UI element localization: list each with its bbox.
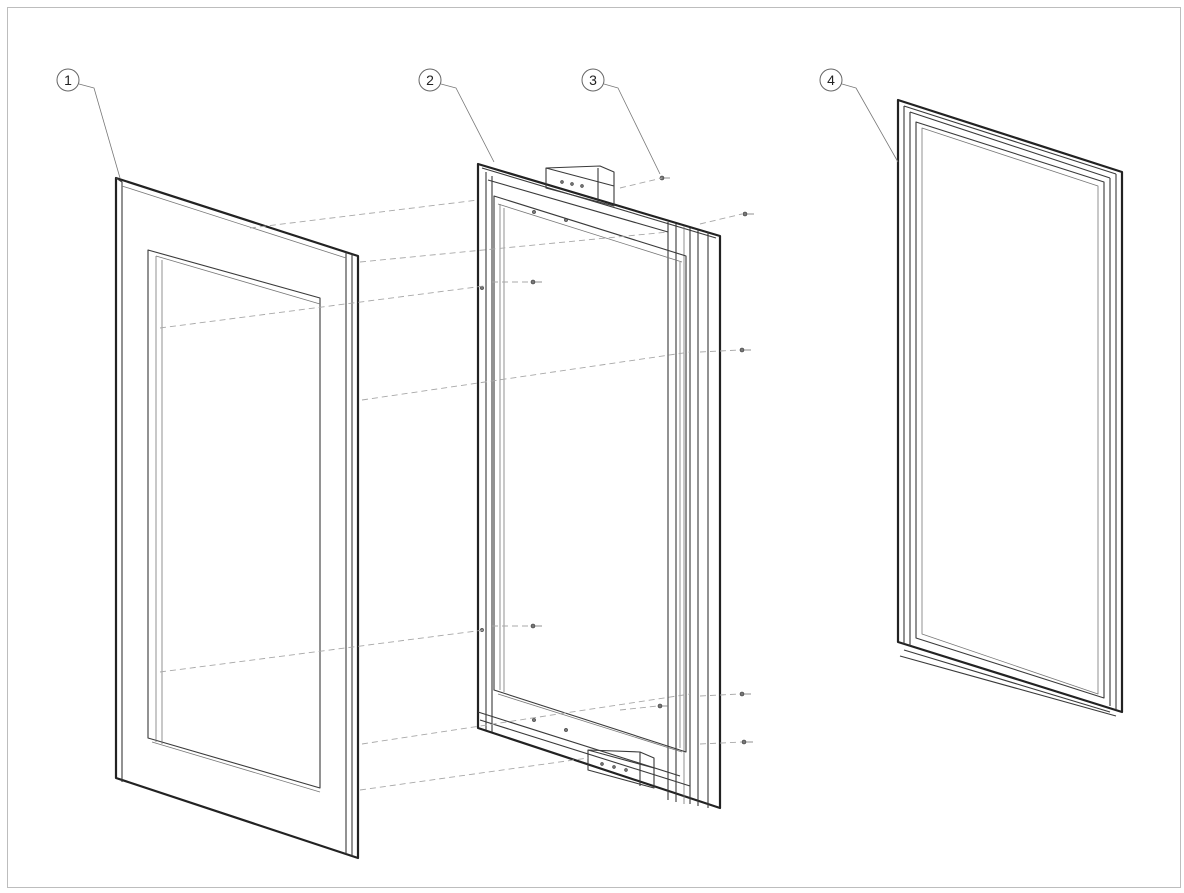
screw [659,175,670,181]
callout-3-label: 3 [589,72,597,88]
callout-4: 4 [819,68,899,163]
callout-1-label: 1 [64,72,72,88]
part-4-gasket-frame [896,98,1124,717]
part-3-screws [530,175,754,745]
part-2-door-frame [476,162,722,810]
part-1-door-panel [114,176,360,860]
screw [530,623,542,629]
screw [739,347,751,353]
screw [741,739,753,745]
callout-2-label: 2 [426,72,434,88]
callout-2: 2 [418,68,495,163]
callout-3: 3 [581,68,661,175]
callout-4-label: 4 [827,72,835,88]
assembly-alignment-lines [159,177,743,791]
callout-1: 1 [56,68,121,179]
screw [530,279,542,285]
drawing-frame [7,7,1181,888]
screw [742,211,754,217]
screw [739,691,751,697]
screw [657,703,668,709]
